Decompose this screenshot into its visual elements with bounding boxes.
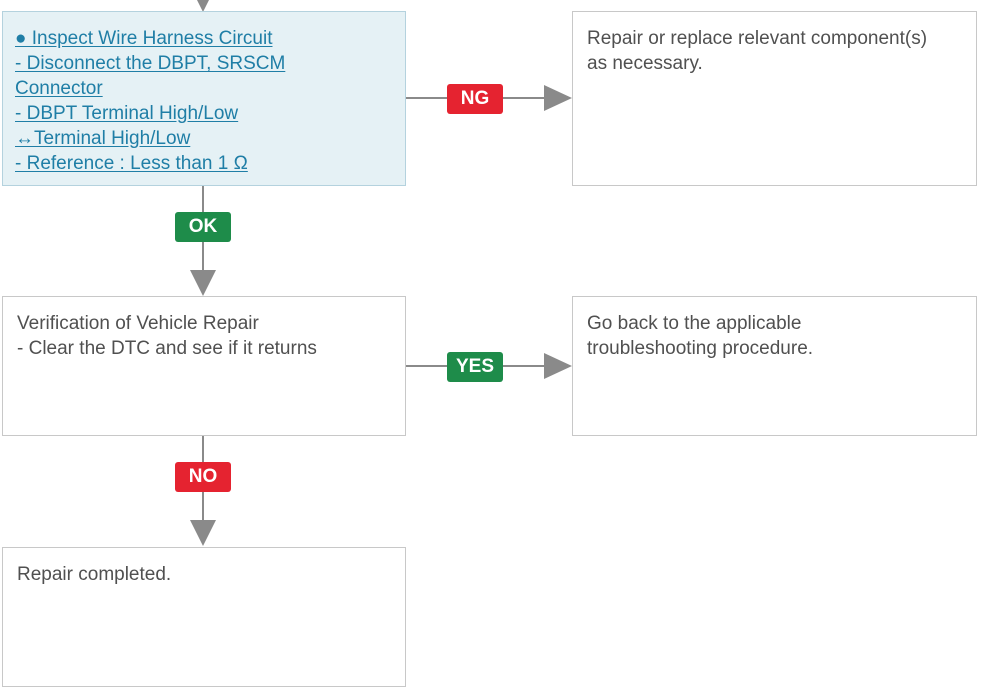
ng-badge: NG <box>447 84 503 114</box>
inspect-line-1[interactable]: ● Inspect Wire Harness Circuit <box>15 28 273 49</box>
incoming-arrow <box>190 0 216 12</box>
go-back-step: Go back to the applicable troubleshootin… <box>572 296 977 436</box>
yes-arrow-icon <box>544 353 572 379</box>
ok-badge: OK <box>175 212 231 242</box>
repair-line-2: as necessary. <box>587 53 703 74</box>
goback-line-1: Go back to the applicable <box>587 313 802 334</box>
inspect-line-4[interactable]: - DBPT Terminal High/Low <box>15 103 239 124</box>
ok-arrow-icon <box>190 270 216 296</box>
inspect-line-5[interactable]: ↔Terminal High/Low <box>15 128 191 149</box>
ng-arrow-icon <box>544 85 572 111</box>
yes-badge: YES <box>447 352 503 382</box>
goback-line-2: troubleshooting procedure. <box>587 338 814 359</box>
inspect-line-6[interactable]: - Reference : Less than 1 Ω <box>15 153 248 174</box>
verification-line-1: Verification of Vehicle Repair <box>17 313 259 334</box>
inspect-line-2[interactable]: - Disconnect the DBPT, SRSCM <box>15 53 286 74</box>
repair-replace-step: Repair or replace relevant component(s) … <box>572 11 977 186</box>
no-badge: NO <box>175 462 231 492</box>
completed-line-1: Repair completed. <box>17 564 172 585</box>
inspect-line-3[interactable]: Connector <box>15 78 103 99</box>
repair-completed-step: Repair completed. <box>2 547 406 687</box>
repair-line-1: Repair or replace relevant component(s) <box>587 28 928 49</box>
no-arrow-icon <box>190 520 216 546</box>
inspect-wire-harness-step: ● Inspect Wire Harness Circuit - Disconn… <box>2 11 406 186</box>
verification-step: Verification of Vehicle Repair - Clear t… <box>2 296 406 436</box>
verification-line-2: - Clear the DTC and see if it returns <box>17 338 317 359</box>
